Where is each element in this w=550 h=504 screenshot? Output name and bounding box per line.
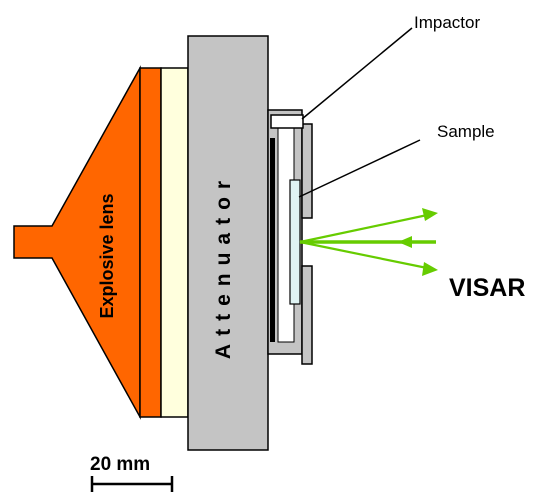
impactor-label: Impactor [414, 13, 480, 32]
explosive-slab [139, 67, 162, 418]
visar-beams [299, 212, 436, 271]
sample [289, 179, 301, 305]
arrowhead-back [398, 236, 412, 248]
scale-bar-label: 20 mm [90, 454, 150, 475]
mount-plate-top [301, 123, 313, 219]
beam-arrowheads [398, 208, 438, 276]
mount-plate-bottom [301, 265, 313, 365]
impactor-cap [270, 114, 304, 129]
visar-label: VISAR [449, 274, 525, 302]
explosive-lens-label: Explosive lens [97, 193, 117, 318]
impactor-leader [301, 27, 413, 120]
sample-label: Sample [437, 122, 495, 141]
scale-bar [90, 476, 174, 492]
attenuator-block [187, 35, 269, 451]
arrowhead-down [422, 262, 438, 276]
arrowhead-up [422, 208, 438, 221]
sample-leader [298, 139, 421, 198]
explosive-lens-shape [13, 65, 141, 420]
attenuator-label: Attenuator [212, 173, 235, 359]
impactor-plate [270, 138, 275, 342]
booster-layer [160, 67, 189, 418]
